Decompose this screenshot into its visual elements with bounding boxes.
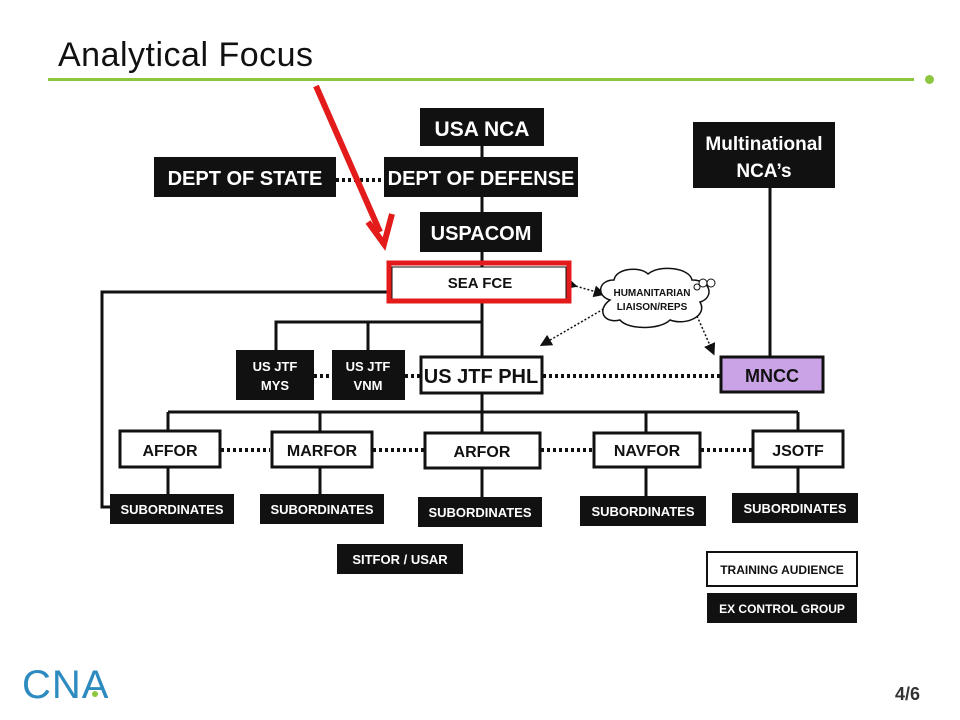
box-component-affor: AFFOR <box>118 429 222 469</box>
box-us-jtf-phl: US JTF PHL <box>419 355 544 395</box>
page-number: 4/6 <box>895 684 921 704</box>
label-us-jtf-phl: US JTF PHL <box>424 366 538 388</box>
box-subordinates-affor: SUBORDINATES <box>110 494 234 524</box>
box-dept-of-defense: DEPT OF DEFENSE <box>384 157 578 197</box>
box-us-jtf-mys: US JTF MYS <box>236 350 314 400</box>
humanitarian-liaison-cloud: HUMANITARIAN LIAISON/REPS <box>600 267 716 329</box>
red-highlight-arrow <box>313 84 395 251</box>
label-component: MARFOR <box>287 443 358 460</box>
label-subordinates: SUBORDINATES <box>743 501 846 516</box>
title-underline <box>48 78 914 81</box>
box-subordinates-jsotf: SUBORDINATES <box>732 493 858 523</box>
label-us-jtf-vnm-line2: VNM <box>354 378 383 393</box>
label-sitfor-usar: SITFOR / USAR <box>352 552 448 567</box>
label-component: AFFOR <box>142 443 198 460</box>
box-component-arfor: ARFOR <box>423 431 542 470</box>
label-subordinates: SUBORDINATES <box>428 505 531 520</box>
label-sea-fce: SEA FCE <box>448 275 512 292</box>
box-dept-of-state: DEPT OF STATE <box>154 157 336 197</box>
box-component-jsotf: JSOTF <box>751 429 845 469</box>
label-component: JSOTF <box>772 443 824 460</box>
legend-training-audience: TRAINING AUDIENCE <box>706 551 858 587</box>
label-dept-of-state: DEPT OF STATE <box>168 168 323 190</box>
label-humanitarian-line1: HUMANITARIAN <box>613 288 690 299</box>
slide-title: Analytical Focus <box>58 36 314 74</box>
box-component-marfor: MARFOR <box>270 430 374 469</box>
box-subordinates-arfor: SUBORDINATES <box>418 497 542 527</box>
label-subordinates: SUBORDINATES <box>120 502 223 517</box>
label-uspacom: USPACOM <box>431 223 532 245</box>
label-subordinates: SUBORDINATES <box>591 504 694 519</box>
cna-logo: CNA <box>22 664 109 704</box>
label-component: ARFOR <box>454 444 511 461</box>
label-us-jtf-mys-line1: US JTF <box>253 359 298 374</box>
label-dept-of-defense: DEPT OF DEFENSE <box>388 168 575 190</box>
legend-ex-control-group: EX CONTROL GROUP <box>707 593 857 623</box>
label-us-jtf-vnm-line1: US JTF <box>346 359 391 374</box>
box-us-jtf-vnm: US JTF VNM <box>332 350 405 400</box>
box-subordinates-navfor: SUBORDINATES <box>580 496 706 526</box>
dotted-connectors <box>221 178 752 452</box>
label-multinational-line1: Multinational <box>705 134 822 155</box>
cna-logo-text: CNA <box>22 664 109 704</box>
underline-end-dot <box>925 75 934 84</box>
label-component: NAVFOR <box>614 443 681 460</box>
label-training-audience: TRAINING AUDIENCE <box>720 563 844 577</box>
label-usa-nca: USA NCA <box>435 118 530 141</box>
box-sea-fce: SEA FCE <box>386 260 572 304</box>
label-mncc: MNCC <box>745 366 799 386</box>
label-multinational-line2: NCA’s <box>736 161 791 182</box>
box-component-navfor: NAVFOR <box>592 431 702 469</box>
label-ex-control-group: EX CONTROL GROUP <box>719 602 845 616</box>
box-uspacom: USPACOM <box>420 212 542 252</box>
label-us-jtf-mys-line2: MYS <box>261 378 290 393</box>
box-subordinates-marfor: SUBORDINATES <box>260 494 384 524</box>
solid-connectors <box>100 145 800 509</box>
box-usa-nca: USA NCA <box>420 108 544 146</box>
label-subordinates: SUBORDINATES <box>270 502 373 517</box>
box-mncc: MNCC <box>719 355 825 394</box>
box-multinational-ncas: Multinational NCA’s <box>693 122 835 188</box>
box-sitfor-usar: SITFOR / USAR <box>337 544 463 574</box>
label-humanitarian-line2: LIAISON/REPS <box>617 302 688 313</box>
